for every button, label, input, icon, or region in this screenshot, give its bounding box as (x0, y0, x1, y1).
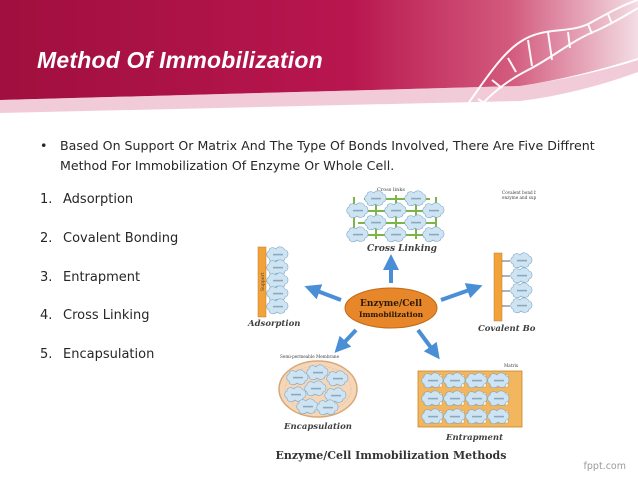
arrow-right-icon (440, 283, 483, 302)
arrow-down-left-icon (334, 328, 358, 353)
immobilization-diagram: Cross links (246, 183, 563, 468)
list-number: 2. (40, 231, 53, 246)
dna-helix-icon (461, 0, 638, 118)
entrapment-label: Entrapment (445, 433, 503, 443)
slide-title: Method Of Immobilization (37, 47, 323, 73)
list-number: 3. (40, 270, 53, 285)
cross-links-label: Cross links (377, 187, 405, 193)
list-label: Covalent Bonding (63, 231, 179, 246)
support-label: Support (260, 272, 266, 291)
entrapment-illustration: Matrix (417, 363, 523, 443)
matrix-label: Matrix (504, 363, 519, 368)
title-banner (0, 0, 638, 118)
list-label: Entrapment (63, 270, 141, 285)
covalent-bond-label: Covalent bond between enzyme and support (502, 190, 536, 200)
encapsulation-illustration: Semi-permeable Membrane Encapsulation (278, 354, 358, 432)
list-label: Cross Linking (63, 308, 150, 323)
membrane-label: Semi-permeable Membrane (280, 354, 340, 359)
list-item: 2. Covalent Bonding (40, 231, 178, 246)
list-label: Encapsulation (63, 347, 155, 362)
center-title: Enzyme/Cell (360, 299, 423, 309)
covalent-bonding-illustration: Covalent bond between enzyme and support… (478, 190, 563, 334)
list-number: 4. (40, 308, 53, 323)
adsorption-label: Adsorption (247, 319, 300, 329)
list-item: 4. Cross Linking (40, 308, 150, 323)
arrow-left-icon (304, 284, 342, 302)
arrows (304, 254, 483, 360)
list-label: Adsorption (63, 192, 134, 207)
arrow-down-right-icon (416, 328, 440, 360)
adsorption-illustration: Support Adsorption (247, 246, 300, 329)
center-ellipse (344, 287, 438, 329)
bullet-text: Based On Support Or Matrix And The Type … (60, 138, 595, 173)
footer-watermark: fppt.com (583, 461, 626, 472)
center-subtitle: Immobilization (359, 310, 424, 319)
cross-linking-illustration: Cross links (346, 187, 445, 254)
list-number: 5. (40, 347, 53, 362)
list-item: 3. Entrapment (40, 270, 140, 285)
covalent-bonding-label: Covalent Bonding (478, 324, 536, 334)
list-item: 5. Encapsulation (40, 347, 154, 362)
cross-linking-label: Cross Linking (367, 244, 437, 254)
encapsulation-label: Encapsulation (283, 422, 352, 432)
bullet-paragraph: • Based On Support Or Matrix And The Typ… (40, 136, 600, 176)
bullet-marker: • (40, 138, 48, 153)
diagram-caption: Enzyme/Cell Immobilization Methods (276, 449, 507, 462)
list-item: 1. Adsorption (40, 192, 133, 207)
list-number: 1. (40, 192, 53, 207)
